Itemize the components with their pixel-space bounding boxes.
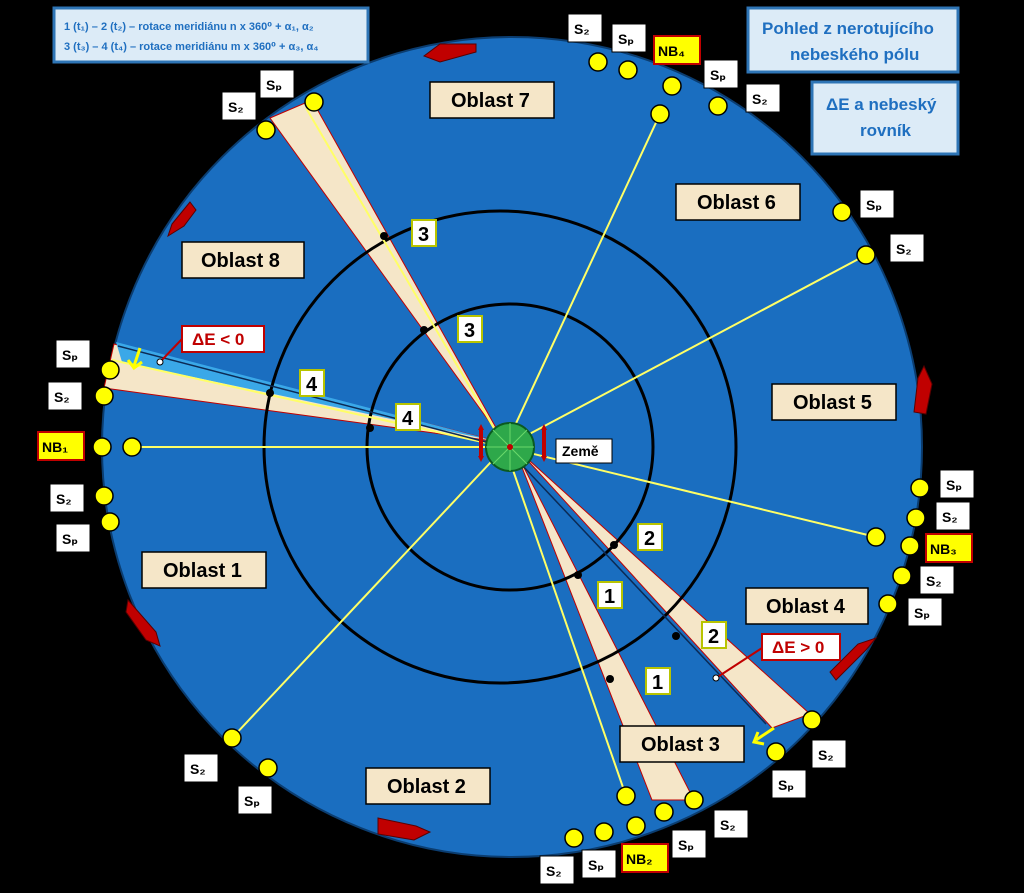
svg-text:S₂: S₂ [56, 491, 72, 507]
earth-label: Země [562, 443, 599, 459]
intersection-dots [266, 232, 680, 683]
svg-text:S₂: S₂ [752, 91, 768, 107]
svg-text:Sₚ: Sₚ [678, 837, 694, 853]
svg-text:Sₚ: Sₚ [244, 793, 260, 809]
svg-text:Sₚ: Sₚ [914, 605, 930, 621]
svg-text:Oblast 3: Oblast 3 [641, 734, 720, 756]
number-4-outer: 4 [299, 369, 325, 397]
region-5: Oblast 5 [771, 383, 897, 421]
svg-text:NB₂: NB₂ [626, 851, 652, 867]
svg-text:ΔE > 0: ΔE > 0 [772, 638, 824, 657]
number-4-inner: 4 [395, 403, 421, 431]
svg-text:NB₃: NB₃ [930, 541, 957, 557]
rim-arrows [125, 43, 933, 841]
svg-text:3 (t₃) – 4 (t₄) – rotace merid: 3 (t₃) – 4 (t₄) – rotace meridiánu m x 3… [64, 41, 319, 53]
svg-text:Sₚ: Sₚ [866, 197, 882, 213]
rays [111, 107, 877, 797]
earth-rotation-arrows [478, 424, 547, 462]
region-3: Oblast 3 [619, 725, 745, 763]
svg-text:Oblast 6: Oblast 6 [697, 192, 776, 214]
number-2-outer: 2 [701, 621, 727, 649]
region-4: Oblast 4 [745, 587, 869, 625]
svg-text:ΔE < 0: ΔE < 0 [192, 330, 244, 349]
svg-text:1: 1 [652, 672, 663, 694]
rim-stars [92, 52, 930, 848]
svg-text:S₂: S₂ [546, 863, 562, 879]
svg-text:Sₚ: Sₚ [946, 477, 962, 493]
sector-upper-left [269, 99, 505, 443]
svg-text:Oblast 1: Oblast 1 [163, 560, 242, 582]
svg-text:Sₚ: Sₚ [266, 77, 282, 93]
number-3-inner: 3 [457, 315, 483, 343]
svg-text:NB₁: NB₁ [42, 439, 68, 455]
svg-text:Sₚ: Sₚ [710, 67, 726, 83]
svg-text:S₂: S₂ [54, 389, 70, 405]
svg-text:S₂: S₂ [896, 241, 912, 257]
region-2: Oblast 2 [365, 767, 491, 805]
yellow-arrow-right [751, 726, 775, 746]
svg-text:Sₚ: Sₚ [62, 531, 78, 547]
svg-text:4: 4 [402, 408, 414, 430]
earth-label-box [555, 438, 613, 464]
delta-e-positive: ΔE > 0 [712, 633, 841, 682]
svg-text:ΔE a nebeský: ΔE a nebeský [826, 95, 937, 114]
svg-text:1 (t₁) – 2 (t₂) – rotace merid: 1 (t₁) – 2 (t₂) – rotace meridiánu n x 3… [64, 21, 314, 33]
svg-text:Pohled z nerotujícího: Pohled z nerotujícího [762, 19, 934, 38]
svg-text:3: 3 [418, 224, 429, 246]
number-2-inner: 2 [637, 523, 663, 551]
svg-text:NB₄: NB₄ [658, 43, 685, 59]
svg-text:S₂: S₂ [228, 99, 244, 115]
svg-text:S₂: S₂ [574, 21, 590, 37]
star-labels: S₂ Sₚ Sₚ S₂ NB₁ S₂ Sₚ S₂ Sₚ S₂ Sₚ NB₂ Sₚ… [37, 13, 975, 885]
region-8: Oblast 8 [181, 241, 305, 279]
svg-text:Oblast 2: Oblast 2 [387, 776, 466, 798]
region-1: Oblast 1 [141, 551, 267, 589]
svg-text:rovník: rovník [860, 121, 912, 140]
svg-text:2: 2 [708, 626, 719, 648]
svg-text:nebeského pólu: nebeského pólu [790, 45, 919, 64]
yellow-arrow-left [126, 347, 143, 371]
svg-text:Sₚ: Sₚ [62, 347, 78, 363]
view-box: Pohled z nerotujícího nebeského pólu [746, 6, 960, 74]
svg-text:1: 1 [604, 586, 615, 608]
number-3-outer: 3 [411, 219, 437, 247]
svg-text:Sₚ: Sₚ [618, 31, 634, 47]
svg-text:Oblast 8: Oblast 8 [201, 250, 280, 272]
svg-text:Oblast 4: Oblast 4 [766, 596, 846, 618]
sector-lower-right [519, 451, 811, 729]
svg-text:S₂: S₂ [818, 747, 834, 763]
region-6: Oblast 6 [675, 183, 801, 221]
svg-text:4: 4 [306, 374, 318, 396]
svg-text:2: 2 [644, 528, 655, 550]
svg-text:Oblast 5: Oblast 5 [793, 392, 872, 414]
region-7: Oblast 7 [429, 81, 555, 119]
formula-box: 1 (t₁) – 2 (t₂) – rotace meridiánu n x 3… [52, 6, 370, 64]
svg-text:Oblast 7: Oblast 7 [451, 90, 530, 112]
number-1-outer: 1 [645, 667, 671, 695]
svg-text:S₂: S₂ [190, 761, 206, 777]
equator-box: ΔE a nebeský rovník [810, 80, 960, 156]
svg-text:Sₚ: Sₚ [778, 777, 794, 793]
delta-e-negative: ΔE < 0 [156, 325, 265, 366]
sector-lower [515, 451, 695, 801]
svg-text:3: 3 [464, 320, 475, 342]
svg-text:S₂: S₂ [720, 817, 736, 833]
svg-text:S₂: S₂ [926, 573, 942, 589]
number-1-inner: 1 [597, 581, 623, 609]
svg-text:Sₚ: Sₚ [588, 857, 604, 873]
svg-text:S₂: S₂ [942, 509, 958, 525]
